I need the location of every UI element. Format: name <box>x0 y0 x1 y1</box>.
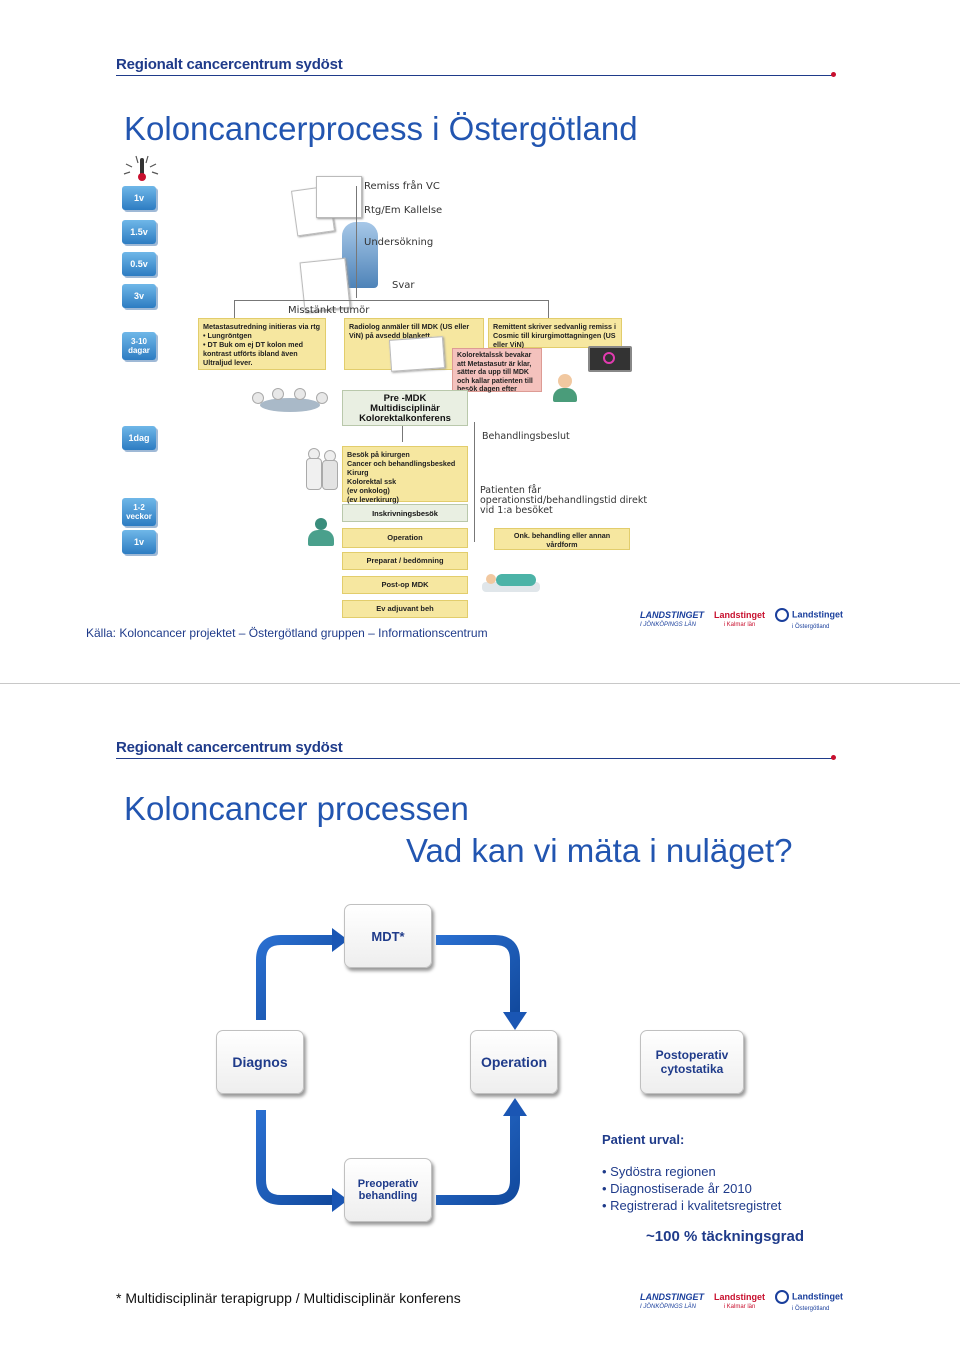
slide-divider <box>0 683 960 684</box>
step-undersokning: Undersökning <box>364 237 434 248</box>
box-pre-mdk: Pre -MDK Multidisciplinär Kolorektalkonf… <box>342 390 468 426</box>
landstinget-ostergotland-logo: Landstinget i Östergötland <box>775 1290 843 1314</box>
logo-text: Landstinget <box>714 610 765 620</box>
list-item: Diagnostiserade år 2010 <box>602 1180 781 1197</box>
step-remiss: Remiss från VC <box>364 181 440 192</box>
logo-subtext: I JÖNKÖPINGS LÄN <box>640 1304 697 1310</box>
emblem-icon <box>775 1290 789 1304</box>
patient-urval-heading: Patient urval: <box>602 1132 685 1147</box>
box-mdt: MDT* <box>344 904 432 968</box>
connector-line <box>548 300 549 318</box>
cycle-arrows <box>256 928 527 1212</box>
logo-text: Landstinget <box>714 1292 765 1302</box>
source-text: Källa: Koloncancer projektet – Östergötl… <box>86 626 488 640</box>
patient-bed-icon <box>482 568 542 598</box>
meeting-table-icon <box>250 388 330 418</box>
list-item: Registrerad i kvalitetsregistret <box>602 1197 781 1214</box>
logo-text: Landstinget <box>792 609 843 620</box>
process-flowchart: 1v 1.5v 0.5v 3v 3-10 dagar 1dag 1-2 veck… <box>110 150 660 620</box>
timeline-badge: 1.5v <box>122 220 156 244</box>
step-svar: Svar <box>392 280 415 291</box>
timeline-badge: 3v <box>122 284 156 308</box>
box-remittent: Remittent skriver sedvanlig remiss i Cos… <box>488 318 622 349</box>
emblem-icon <box>775 608 789 622</box>
arrowhead <box>332 928 348 952</box>
arrow-preop-to-operation <box>436 1116 520 1205</box>
logo-subtext: i Kalmar län <box>723 622 756 628</box>
step-behandlingsbeslut: Behandlingsbeslut <box>482 431 570 442</box>
slide-2: Regionalt cancercentrum sydöst Koloncanc… <box>0 684 960 1367</box>
page-title: Koloncancer processen <box>124 790 469 827</box>
box-onk-behandling: Onk. behandling eller annan vårdform <box>494 528 630 550</box>
org-name: Regionalt cancercentrum sydöst <box>116 739 343 756</box>
landstinget-jonkoping-logo: LANDSTINGET I JÖNKÖPINGS LÄN <box>640 610 704 630</box>
logo-group: LANDSTINGET I JÖNKÖPINGS LÄN Landstinget i… <box>640 608 843 632</box>
timeline-badge: 1v <box>122 186 156 210</box>
logo-text: LANDSTINGET <box>640 1292 704 1302</box>
timeline-badge: 1-2 veckor <box>122 498 156 526</box>
box-post-op-mdk: Post-op MDK <box>342 576 468 594</box>
logo-text: LANDSTINGET <box>640 610 704 620</box>
arrow-mdt-to-operation <box>436 935 520 1012</box>
step-patienten: Patienten får operationstid/behandlingst… <box>480 485 648 516</box>
header-dot <box>831 755 836 760</box>
slide-1: Regionalt cancercentrum sydöst Koloncanc… <box>0 0 960 683</box>
step-kallelse: Rtg/Em Kallelse <box>364 205 443 216</box>
logo-text: Landstinget <box>792 1291 843 1302</box>
box-operation: Operation <box>470 1030 558 1094</box>
connector-line <box>356 186 357 298</box>
list-item: Sydöstra regionen <box>602 1163 781 1180</box>
thermometer-icon <box>123 155 159 181</box>
step-misstankt: Misstänkt tumör <box>288 305 370 316</box>
body-scan-icon <box>342 222 378 288</box>
landstinget-kalmar-logo: Landstinget i Kalmar län <box>714 1292 765 1312</box>
surgeon-icon <box>306 518 338 546</box>
connector-line <box>234 300 548 301</box>
patient-urval-list: Sydöstra regionen Diagnostiserade år 201… <box>602 1163 781 1214</box>
logo-subtext: i Östergötland <box>792 1306 830 1312</box>
logo-subtext: i Kalmar län <box>723 1304 756 1310</box>
logo-subtext: I JÖNKÖPINGS LÄN <box>640 622 697 628</box>
timeline-badge: 1dag <box>122 426 156 450</box>
referral-document-icon <box>316 176 362 218</box>
nurse-icon <box>558 374 572 388</box>
box-preparat: Preparat / bedömning <box>342 552 468 570</box>
page-subtitle: Vad kan vi mäta i nuläget? <box>406 832 793 869</box>
nurse-icon <box>553 388 577 402</box>
form-document-icon <box>388 336 446 372</box>
logo-group: LANDSTINGET I JÖNKÖPINGS LÄN Landstinget i… <box>640 1290 843 1314</box>
header-dot <box>831 72 836 77</box>
timeline-badge: 0.5v <box>122 252 156 276</box>
box-operation: Operation <box>342 528 468 548</box>
arrow-diagnos-to-preop <box>256 1110 332 1205</box>
box-postoperativ-cytostatika: Postoperativ cytostatika <box>640 1030 744 1094</box>
box-inskrivningsbesok: Inskrivningsbesök <box>342 504 468 522</box>
box-diagnos: Diagnos <box>216 1030 304 1094</box>
connector-line <box>234 300 235 318</box>
doctor-patient-icon <box>306 448 338 492</box>
header-rule <box>116 758 834 759</box>
page-title: Koloncancerprocess i Östergötland <box>124 110 638 147</box>
box-besok-kirurgen: Besök på kirurgen Cancer och behandlings… <box>342 446 468 504</box>
landstinget-jonkoping-logo: LANDSTINGET I JÖNKÖPINGS LÄN <box>640 1292 704 1312</box>
header-rule <box>116 75 834 76</box>
laptop-icon <box>588 346 632 372</box>
box-preoperativ-behandling: Preoperativ behandling <box>344 1158 432 1222</box>
connector-line <box>474 422 475 542</box>
arrow-diagnos-to-mdt <box>256 935 332 1020</box>
footnote: * Multidisciplinär terapigrupp / Multidi… <box>116 1290 461 1306</box>
box-metastasutredning: Metastasutredning initieras via rtg • Lu… <box>198 318 326 370</box>
arrowhead <box>332 1188 348 1212</box>
landstinget-kalmar-logo: Landstinget i Kalmar län <box>714 610 765 630</box>
logo-subtext: i Östergötland <box>792 624 830 630</box>
org-name: Regionalt cancercentrum sydöst <box>116 56 343 73</box>
arrowhead <box>503 1012 527 1030</box>
coverage-text: ~100 % täckningsgrad <box>646 1228 804 1245</box>
box-kolorektalssk: Kolorektalssk bevakar att Metastasutr är… <box>452 348 542 393</box>
box-adjuvant: Ev adjuvant beh <box>342 600 468 618</box>
landstinget-ostergotland-logo: Landstinget i Östergötland <box>775 608 843 632</box>
timeline-badge: 3-10 dagar <box>122 332 156 360</box>
arrowhead <box>503 1098 527 1116</box>
timeline-badge: 1v <box>122 530 156 554</box>
